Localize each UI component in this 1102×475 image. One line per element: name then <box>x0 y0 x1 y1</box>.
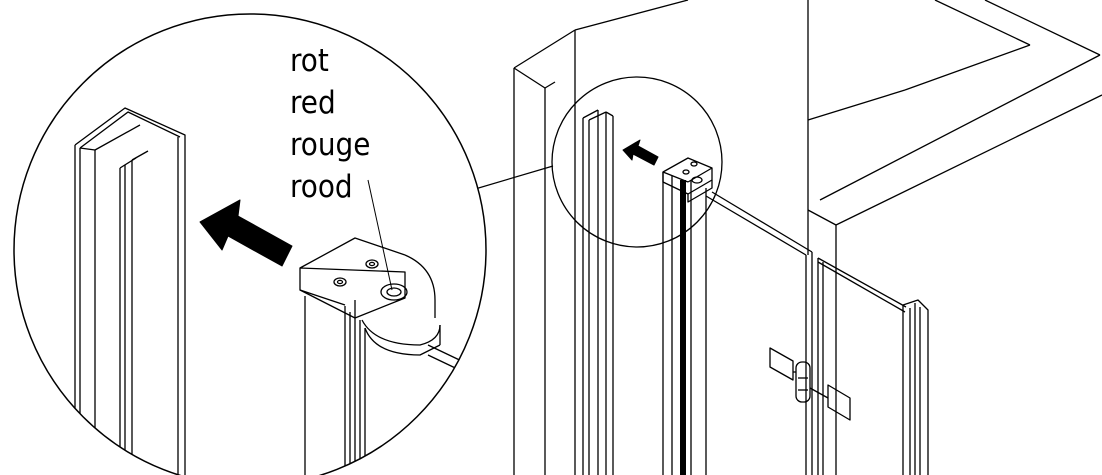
detail-view: rot red rouge rood <box>13 13 487 475</box>
door-hinge <box>769 347 851 421</box>
shower-scene <box>513 0 1102 475</box>
colour-labels: rot red rouge rood <box>290 43 370 205</box>
label-red: red <box>290 85 336 121</box>
label-rot: rot <box>290 43 329 79</box>
wall-pillar <box>513 0 689 475</box>
back-wall <box>807 0 1102 475</box>
arrow-icon <box>622 139 659 166</box>
door-profile-small <box>662 157 713 475</box>
glass-panels <box>705 191 929 475</box>
wall-profile-small <box>582 109 614 475</box>
label-leader-line <box>367 179 393 291</box>
label-rood: rood <box>290 169 353 205</box>
label-rouge: rouge <box>290 127 370 163</box>
hinge-block-detail <box>299 237 471 475</box>
detail-leader-line <box>464 165 554 193</box>
arrow-icon <box>199 199 293 267</box>
detail-circle-small <box>551 76 723 248</box>
